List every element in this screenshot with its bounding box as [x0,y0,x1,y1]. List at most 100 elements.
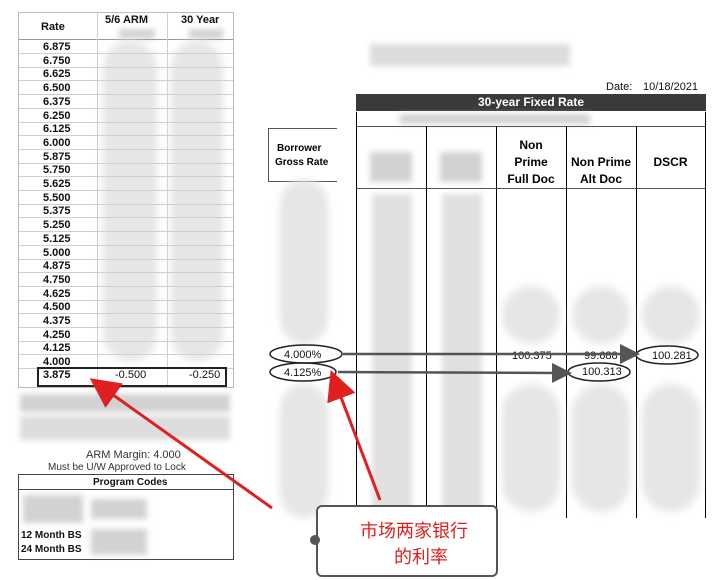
col-line-0 [356,112,357,518]
rate-row: 6.875 [43,41,71,53]
rate-row-divider [19,107,233,109]
uw-note: Must be U/W Approved to Lock [48,462,186,473]
blurred-code-2 [91,499,147,519]
blurred-borrower-col-bottom [280,384,328,518]
rate-row-divider [19,203,233,205]
header-npad-line2: Alt Doc [580,172,622,186]
rate-row-divider [19,148,233,150]
callout-box: 市场两家银行 的利率 [316,505,498,577]
rate-row: 6.625 [43,68,71,81]
rate-row-divider [19,121,233,123]
borrower-rate-4125: 4.125% [284,367,322,379]
col-divider-1 [97,13,98,387]
rate-row-divider [19,176,233,178]
rate-row: 4.250 [43,328,71,341]
blurred-full-doc-bottom [502,384,560,512]
rate-row-divider [19,354,233,356]
blurred-alt-doc-top [572,286,630,344]
program-codes-title: Program Codes [93,477,168,488]
program-codes-divider [19,489,233,490]
header-npad-line1: Non Prime [570,155,631,169]
rate-row: 5.500 [43,191,71,204]
rate-row: 4.500 [43,301,71,314]
rate-row-divider [19,272,233,274]
rate-row-divider [19,190,233,191]
rate-row: 6.500 [43,82,71,95]
blurred-title [370,44,570,66]
date-value: 10/18/2021 [643,81,699,93]
col-line-2 [496,126,497,518]
rate-row-divider [19,80,233,82]
rate-row-divider [19,299,233,301]
blurred-note-block-2 [20,416,230,440]
circle-dscr [635,345,699,365]
header-dscr: DSCR [636,154,705,171]
blurred-full-doc-top [502,286,560,344]
rate-row-divider [19,135,233,137]
rate-row: 5.750 [43,164,71,177]
red-arrow-to-left-table [89,378,273,510]
code-24-month: 24 Month BS [21,544,82,555]
col-line-1 [426,126,427,518]
rate-row-divider [19,313,233,315]
rate-row-divider [19,162,233,164]
rate-row: 6.125 [43,123,71,136]
callout-dot [310,535,320,545]
program-codes-box: Program Codes 12 Month BS 24 Month BS [18,474,234,560]
date-label: Date: [606,81,633,93]
header-row-divider [356,188,706,189]
highlight-rate: 3.875 [43,369,71,381]
callout-line2: 的利率 [394,547,448,567]
rate-row: 5.625 [43,178,71,190]
col-divider-2 [167,13,168,387]
banner-title: 30-year Fixed Rate [477,95,585,109]
col-line-4 [636,126,637,518]
rate-row-divider [19,258,233,260]
col-line-3 [566,126,567,518]
blurred-dscr-top [642,286,700,344]
circle-4000 [269,344,343,364]
header-arm: 5/6 ARM [105,14,148,26]
price-dscr: 100.281 [652,350,692,362]
rate-row: 5.250 [43,219,71,232]
header-non-prime-alt-doc: Non Prime Alt Doc [566,154,636,188]
rate-row-divider [19,217,233,219]
rate-row: 6.000 [43,136,71,149]
rate-row: 4.625 [43,287,71,300]
rate-row-divider [19,231,233,233]
rate-row-divider [19,66,233,68]
header-npfd-line1: Non [519,138,543,152]
header-non-prime-full-doc: Non Prime Full Doc [496,137,566,188]
header-divider [19,39,233,40]
blurred-alt-doc-bottom [572,384,630,512]
code-12-month: 12 Month BS [21,530,82,541]
borrower-header-line2: Gross Rate [275,157,329,168]
blurred-col-header-2 [440,152,482,182]
borrower-header-line1: Borrower [277,143,322,154]
borrower-rate-4000: 4.000% [284,349,322,361]
blurred-dscr-bottom [642,384,700,512]
rate-row: 4.000 [43,356,71,369]
arrow-4125-to-alt [337,362,572,383]
rate-row-divider [19,244,233,246]
rate-row: 4.375 [43,315,71,327]
blurred-col-header-1 [370,152,412,182]
rate-row: 6.750 [43,54,71,67]
rate-row: 5.000 [43,246,71,259]
header-rate: Rate [41,21,65,33]
header-dscr-label: DSCR [653,155,688,169]
blurred-code-1 [23,495,83,523]
blurred-header-arm [119,29,155,39]
rate-row-divider [19,340,233,342]
rate-row: 5.875 [43,150,71,163]
rate-row-divider [19,285,233,287]
header-30-year: 30 Year [181,14,220,26]
rate-row: 6.250 [43,109,71,122]
grid-frame [356,126,706,519]
circle-alt-doc [567,362,631,382]
blurred-borrower-col-top [280,180,328,344]
header-npfd-line3: Full Doc [507,172,555,186]
